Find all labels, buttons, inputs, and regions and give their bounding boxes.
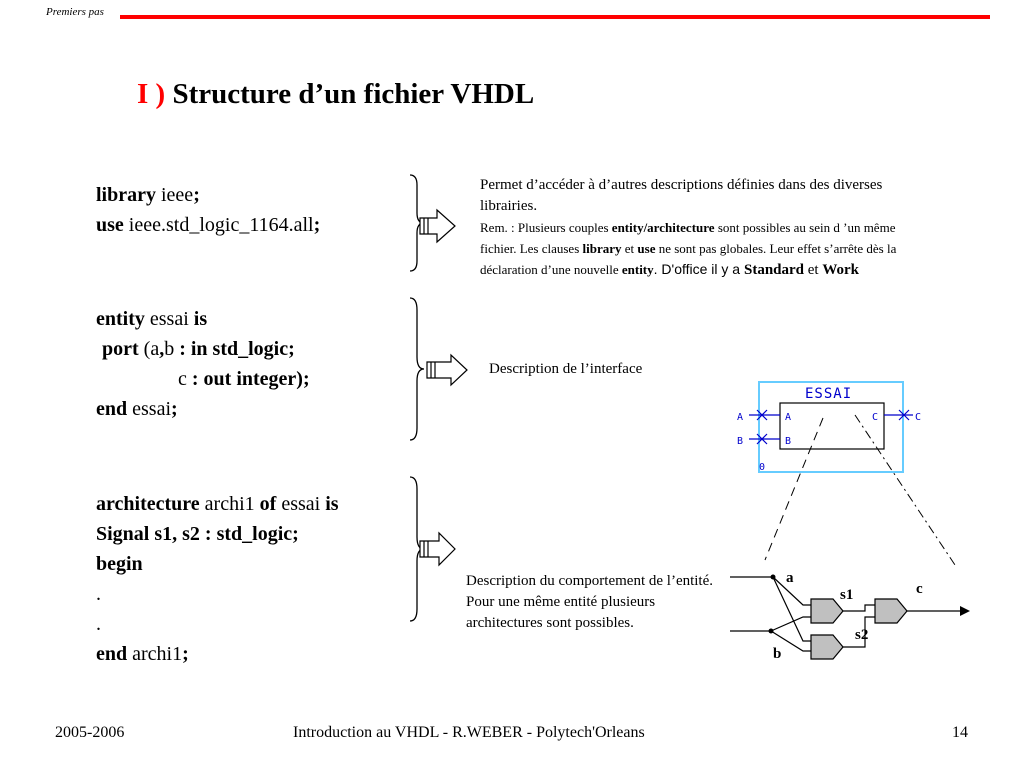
arrow-architecture	[419, 531, 456, 567]
keyword-of: of	[259, 493, 277, 515]
note-bold: Standard	[743, 262, 805, 278]
code-line: architecture archi1 of essai is	[96, 489, 339, 519]
library-code-block: library ieee; use ieee.std_logic_1164.al…	[96, 180, 320, 240]
symbol-pin-a-inner: A	[785, 412, 791, 423]
header-label: Premiers pas	[46, 6, 104, 18]
symbol-zero: 0	[759, 462, 765, 473]
note-bold: Work	[822, 262, 860, 278]
symbol-body	[779, 402, 885, 450]
title-text: Structure d’un fichier VHDL	[172, 78, 535, 110]
keyword-is: is	[193, 308, 208, 330]
schematic-label-s1: s1	[840, 587, 853, 603]
entity-code-block: entity essai is port (a,b : in std_logic…	[96, 304, 310, 424]
code-line: c : out integer);	[96, 364, 310, 394]
code-type: : in std_logic;	[174, 338, 295, 360]
symbol-frame	[758, 381, 904, 473]
symbol-pin-c-inner: C	[872, 412, 878, 423]
symbol-pin-a-outer: A	[737, 412, 743, 423]
code-semicolon: ;	[193, 184, 200, 206]
keyword-architecture: architecture	[96, 493, 200, 515]
keyword-end: end	[96, 643, 128, 665]
note-text: Rem. : Plusieurs couples	[480, 220, 612, 235]
note-text: sont possibles au sein d ’un même fichie…	[480, 220, 896, 256]
library-note-line1: Permet d’accéder à d’autres descriptions…	[480, 177, 883, 214]
keyword-entity: entity	[96, 308, 145, 330]
symbol-pin-b-outer: B	[737, 436, 743, 447]
code-semicolon: ;	[313, 214, 321, 236]
code-text: b	[164, 338, 175, 360]
code-line: entity essai is	[96, 304, 310, 334]
code-semicolon: ;	[182, 643, 189, 665]
note-bold: use	[637, 241, 656, 256]
code-line: begin	[96, 549, 339, 579]
code-ellipsis: .	[96, 583, 101, 605]
arrow-entity	[426, 353, 468, 387]
code-text: archi1	[199, 493, 260, 515]
symbol-pin-b-inner: B	[785, 436, 791, 447]
code-line: use ieee.std_logic_1164.all;	[96, 210, 320, 240]
zoom-lines	[764, 414, 956, 566]
code-text: essai	[127, 398, 172, 420]
schematic-label-b: b	[773, 646, 781, 662]
note-bold: entity	[621, 262, 654, 277]
code-type: : out integer);	[186, 368, 310, 390]
code-line: end essai;	[96, 394, 310, 424]
gate-2	[810, 634, 844, 660]
code-signal-decl: Signal s1, s2 : std_logic;	[96, 523, 299, 545]
keyword-end: end	[96, 398, 128, 420]
note-text: et	[621, 241, 638, 256]
note-text: ne sont pas globales. Leur effet s’arrêt…	[480, 241, 897, 277]
keyword-library: library	[96, 184, 156, 206]
schematic-label-s2: s2	[855, 627, 868, 643]
internal-schematic: a b s1 s2 c	[730, 570, 970, 662]
keyword-port: port	[102, 338, 139, 360]
code-comma: ,	[159, 338, 165, 360]
architecture-note: Description du comportement de l’entité.…	[466, 573, 714, 631]
library-note-remark: Rem. : Plusieurs couples entity/architec…	[480, 217, 916, 281]
brace-entity	[409, 297, 425, 441]
symbol-name: ESSAI	[805, 386, 852, 402]
symbol-pin-c-outer: C	[915, 412, 921, 423]
code-ellipsis: .	[96, 613, 101, 635]
code-line: Signal s1, s2 : std_logic;	[96, 519, 339, 549]
code-text: c	[178, 368, 187, 390]
schematic-label-a: a	[786, 570, 794, 586]
gate-3	[874, 598, 908, 624]
gate-1	[810, 598, 844, 624]
code-text: ieee	[156, 184, 194, 206]
footer-center: Introduction au VHDL - R.WEBER - Polytec…	[293, 724, 645, 741]
code-line: end archi1;	[96, 639, 339, 669]
entity-note: Description de l’interface	[489, 361, 643, 377]
keyword-begin: begin	[96, 553, 143, 575]
title-number: I )	[137, 78, 166, 110]
page-number: 14	[952, 724, 968, 741]
code-line: .	[96, 609, 339, 639]
code-line: .	[96, 579, 339, 609]
note-bold: library	[582, 241, 622, 256]
arrow-library	[419, 208, 456, 244]
architecture-code-block: architecture archi1 of essai is Signal s…	[96, 489, 339, 669]
note-bold: entity/architecture	[611, 220, 715, 235]
essai-block-symbol: ESSAI A B A B C C 0	[737, 381, 921, 473]
code-text: essai	[276, 493, 326, 515]
library-note: Permet d’accéder à d’autres descriptions…	[480, 175, 916, 281]
footer-year: 2005-2006	[55, 724, 125, 741]
keyword-use: use	[96, 214, 124, 236]
note-text: . D'office il y a	[653, 261, 744, 277]
code-semicolon: ;	[171, 398, 178, 420]
braces-and-arrows	[409, 174, 468, 622]
schematic-label-c: c	[916, 581, 923, 597]
code-line: library ieee;	[96, 180, 320, 210]
code-text: ieee.std_logic_1164.all	[123, 214, 314, 236]
code-text: (a	[138, 338, 160, 360]
header-rule	[120, 15, 990, 19]
note-text: et	[804, 262, 823, 278]
code-line: port (a,b : in std_logic;	[96, 334, 310, 364]
code-text: essai	[144, 308, 194, 330]
code-text: archi1	[127, 643, 183, 665]
slide-title: I ) Structure d’un fichier VHDL	[137, 78, 534, 111]
keyword-is: is	[325, 493, 339, 515]
